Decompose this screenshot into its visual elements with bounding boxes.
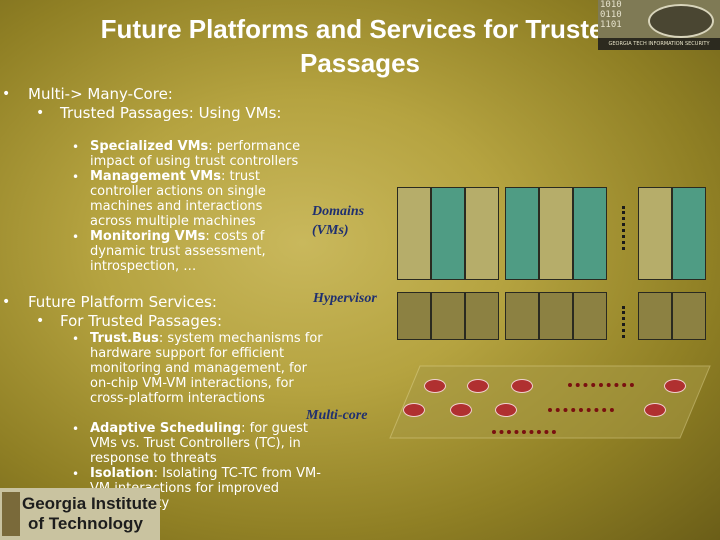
bullet-icon: • — [36, 313, 45, 329]
domain-vm-cell — [672, 187, 706, 280]
item-text: : system mechanisms for hardware support… — [90, 331, 323, 406]
slide-title-line2: Passages — [300, 48, 420, 78]
ellipsis-icon — [548, 408, 614, 415]
domain-vm-cell — [638, 187, 672, 280]
domains-sublabel: (VMs) — [312, 223, 349, 238]
multicore-plane — [389, 365, 711, 439]
hypervisor-cell — [638, 292, 672, 340]
item-text: : for guest VMs vs. Trust Controllers (T… — [90, 421, 308, 466]
core-chip-icon — [664, 379, 686, 393]
bullet-icon: • — [72, 140, 80, 154]
section1-subheading: Trusted Passages: Using VMs: — [60, 104, 282, 122]
item-term: Management VMs — [90, 169, 221, 184]
hypervisor-cell — [573, 292, 607, 340]
domain-vm-cell — [573, 187, 607, 280]
hypervisor-cell — [539, 292, 573, 340]
core-chip-icon — [495, 403, 517, 417]
item-term: Adaptive Scheduling — [90, 421, 242, 436]
bullet-icon: • — [36, 105, 45, 121]
infosec-center-logo: 1010 0110 1101 GEORGIA TECH INFORMATION … — [598, 0, 720, 50]
domain-vm-cell — [505, 187, 539, 280]
logo-ring-icon — [648, 4, 714, 38]
core-chip-icon — [424, 379, 446, 393]
slide-title-line1: Future Platforms and Services for Truste… — [100, 14, 620, 44]
logo-line2: of Technology — [28, 514, 143, 533]
logo-binary-digits: 1010 0110 1101 — [600, 0, 622, 30]
item-term: Isolation — [90, 466, 154, 481]
tower-icon — [2, 492, 20, 536]
core-chip-icon — [511, 379, 533, 393]
section1-heading: Multi-> Many-Core: — [28, 85, 173, 103]
logo-caption: GEORGIA TECH INFORMATION SECURITY CENTER — [598, 38, 720, 50]
domain-vm-cell — [397, 187, 431, 280]
hypervisor-label: Hypervisor — [313, 291, 377, 306]
section2-item-scheduling: Adaptive Scheduling: for guest VMs vs. T… — [90, 421, 318, 466]
bullet-icon: • — [2, 86, 11, 102]
georgia-tech-logo: Georgia Institute of Technology — [0, 488, 160, 540]
core-chip-icon — [450, 403, 472, 417]
hypervisor-cell — [505, 292, 539, 340]
item-text: : costs of dynamic trust assessment, int… — [90, 229, 266, 274]
hypervisor-cell — [431, 292, 465, 340]
section2-heading: Future Platform Services: — [28, 293, 217, 311]
section2-subheading: For Trusted Passages: — [60, 312, 223, 330]
hypervisor-cell — [397, 292, 431, 340]
bullet-icon: • — [2, 294, 11, 310]
slide-title: Future Platforms and Services for Truste… — [40, 12, 680, 80]
domain-vm-cell — [431, 187, 465, 280]
section2-item-trustbus: Trust.Bus: system mechanisms for hardwar… — [90, 331, 326, 406]
bullet-icon: • — [72, 230, 80, 244]
bullet-icon: • — [72, 170, 80, 184]
section1-item-monitoring: Monitoring VMs: costs of dynamic trust a… — [90, 229, 290, 274]
core-chip-icon — [467, 379, 489, 393]
bullet-icon: • — [72, 467, 80, 481]
hypervisor-cell — [465, 292, 499, 340]
ellipsis-icon — [568, 383, 634, 390]
domains-label: Domains — [312, 204, 365, 219]
section1-item-specialized: Specialized VMs: performance impact of u… — [90, 139, 322, 169]
section1-item-management: Management VMs: trust controller actions… — [90, 169, 290, 229]
bullet-icon: • — [72, 332, 80, 346]
logo-line1: Georgia Institute — [22, 494, 158, 513]
item-text: : trust controller actions on single mac… — [90, 169, 266, 229]
core-chip-icon — [403, 403, 425, 417]
core-chip-icon — [644, 403, 666, 417]
hypervisor-cell — [672, 292, 706, 340]
domain-vm-cell — [465, 187, 499, 280]
item-text: : performance impact of using trust cont… — [90, 139, 301, 169]
multicore-label: Multi-core — [306, 408, 368, 423]
domain-vm-cell — [539, 187, 573, 280]
ellipsis-icon — [492, 430, 556, 437]
ellipsis-icon — [622, 206, 628, 250]
ellipsis-icon — [622, 306, 628, 338]
bullet-icon: • — [72, 422, 80, 436]
item-term: Monitoring VMs — [90, 229, 206, 244]
item-term: Specialized VMs — [90, 139, 209, 154]
item-term: Trust.Bus — [90, 331, 159, 346]
